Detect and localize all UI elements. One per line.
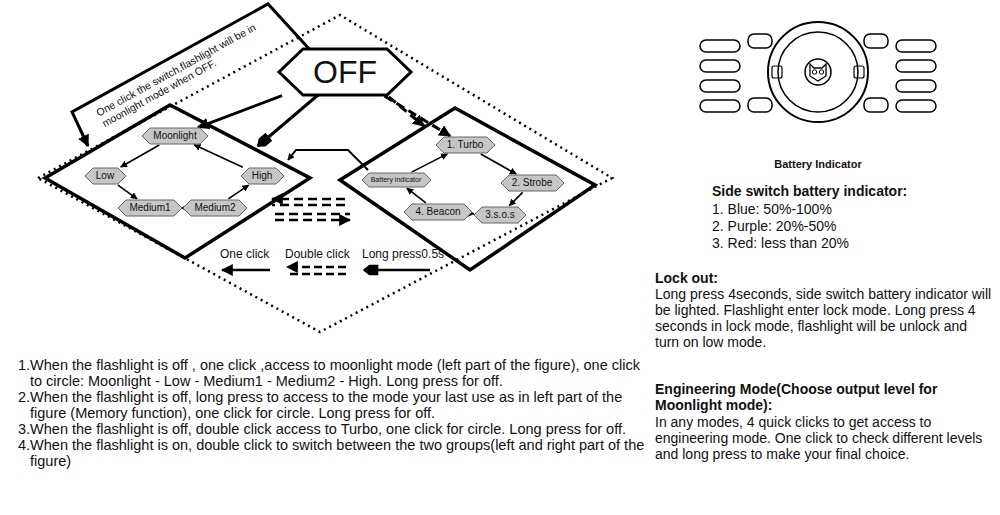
rib <box>896 100 936 112</box>
node-shape <box>362 173 431 187</box>
callout-note: One click the switch,flashlight will be … <box>94 14 275 129</box>
node-label: OFF <box>279 49 411 95</box>
node-label: 1. Turbo <box>436 137 495 153</box>
node-label: 4. Beacon <box>404 204 472 220</box>
left-group-frame <box>45 105 310 258</box>
switch-slot <box>772 66 782 78</box>
switch-line <box>272 198 345 201</box>
connector <box>407 188 426 203</box>
mode-diamond: 4. Beacon <box>404 204 472 220</box>
switch-line <box>275 213 350 216</box>
node-shape <box>501 175 564 191</box>
node-shape <box>279 49 411 95</box>
legend-sample-long-press <box>364 269 430 272</box>
node-shape <box>404 204 472 220</box>
connector <box>118 185 137 199</box>
switch-slot <box>854 66 864 78</box>
switch-line <box>275 219 350 222</box>
connector <box>194 145 243 167</box>
legend-label: Long press0.5s <box>362 246 444 262</box>
battery-indicator-illustration <box>700 22 936 122</box>
legend-sample-one-click <box>222 269 270 272</box>
node-label: Medium1 <box>118 200 182 216</box>
connector <box>385 96 451 136</box>
connector <box>228 185 248 199</box>
mode-diamond: 3.s.o.s <box>474 207 526 223</box>
connector <box>121 145 160 167</box>
rib <box>864 34 888 48</box>
callout-frame <box>72 4 312 146</box>
connector <box>198 96 282 128</box>
connector <box>509 192 522 205</box>
mode-diamond: Low <box>85 168 126 184</box>
body-text: Long press 4seconds, side switch battery… <box>655 286 993 350</box>
node-label: Moonlight <box>142 128 208 144</box>
instruction-item: 1.When the flashlight is off , one click… <box>18 357 650 389</box>
connector <box>481 154 516 174</box>
node-shape <box>241 168 284 184</box>
node-label: Medium2 <box>183 200 247 216</box>
instruction-item: 3.When the flashlight is off, double cli… <box>18 421 650 437</box>
node-shape <box>436 137 495 153</box>
node-shape <box>142 128 208 144</box>
mode-diamond: 2. Strobe <box>501 175 564 191</box>
node-shape <box>118 200 182 216</box>
body-text: In any modes, 4 quick clicks to get acce… <box>655 414 993 462</box>
mode-diamond: Medium1 <box>118 200 182 216</box>
node-label: 3.s.o.s <box>474 207 526 223</box>
list-item: 2. Purple: 20%-50% <box>712 218 992 234</box>
switch-bezel <box>768 22 868 122</box>
list-item: 3. Red: less than 20% <box>712 235 992 251</box>
rib <box>896 40 936 52</box>
connector <box>472 213 474 215</box>
rib <box>700 60 740 72</box>
rib <box>700 40 740 52</box>
outer-dotted-frame <box>38 15 612 332</box>
rib <box>700 100 740 112</box>
logo-eye <box>812 70 816 74</box>
node-label: Battery indicator <box>362 173 431 187</box>
instruction-item: 2.When the flashlight is off, long press… <box>18 389 650 421</box>
connector <box>412 154 448 172</box>
mode-diamond: Battery indicator <box>362 173 431 187</box>
rib <box>896 80 936 92</box>
mode-diamond: High <box>241 168 284 184</box>
list-item: 1. Blue: 50%-100% <box>712 201 992 217</box>
legend-label: One click <box>220 246 269 262</box>
switch-button <box>805 59 831 85</box>
section-heading: Side switch battery indicator: <box>712 183 992 199</box>
legend-label: Double click <box>285 246 350 262</box>
legend-sample-double-click <box>287 273 346 276</box>
node-label: 2. Strobe <box>501 175 564 191</box>
section-heading: Engineering Mode(Choose output level for… <box>655 381 967 413</box>
group-return-line <box>288 150 368 170</box>
mode-diamond: 1. Turbo <box>436 137 495 153</box>
mode-diamond: Medium2 <box>183 200 247 216</box>
rib <box>896 60 936 72</box>
node-shape <box>85 168 126 184</box>
rib <box>700 80 740 92</box>
state-hexagon: OFF <box>279 49 411 95</box>
switch-line <box>272 204 345 207</box>
figure-caption: Battery Indicator <box>760 156 876 172</box>
rib <box>748 34 772 48</box>
mode-diamond: Moonlight <box>142 128 208 144</box>
node-label: High <box>241 168 284 184</box>
legend-sample-double-click <box>287 266 346 269</box>
rib <box>864 98 888 112</box>
node-label: Low <box>85 168 126 184</box>
logo-icon <box>810 64 826 81</box>
instruction-list: 1.When the flashlight is off , one click… <box>18 357 650 469</box>
logo-eye <box>819 70 823 74</box>
right-group-frame <box>340 108 595 270</box>
switch-ring <box>778 32 858 112</box>
instruction-item: 4.When the flashlight is on, double clic… <box>18 437 650 469</box>
node-shape <box>474 207 526 223</box>
section-heading: Lock out: <box>655 270 995 286</box>
rib <box>748 98 772 112</box>
node-shape <box>183 200 247 216</box>
